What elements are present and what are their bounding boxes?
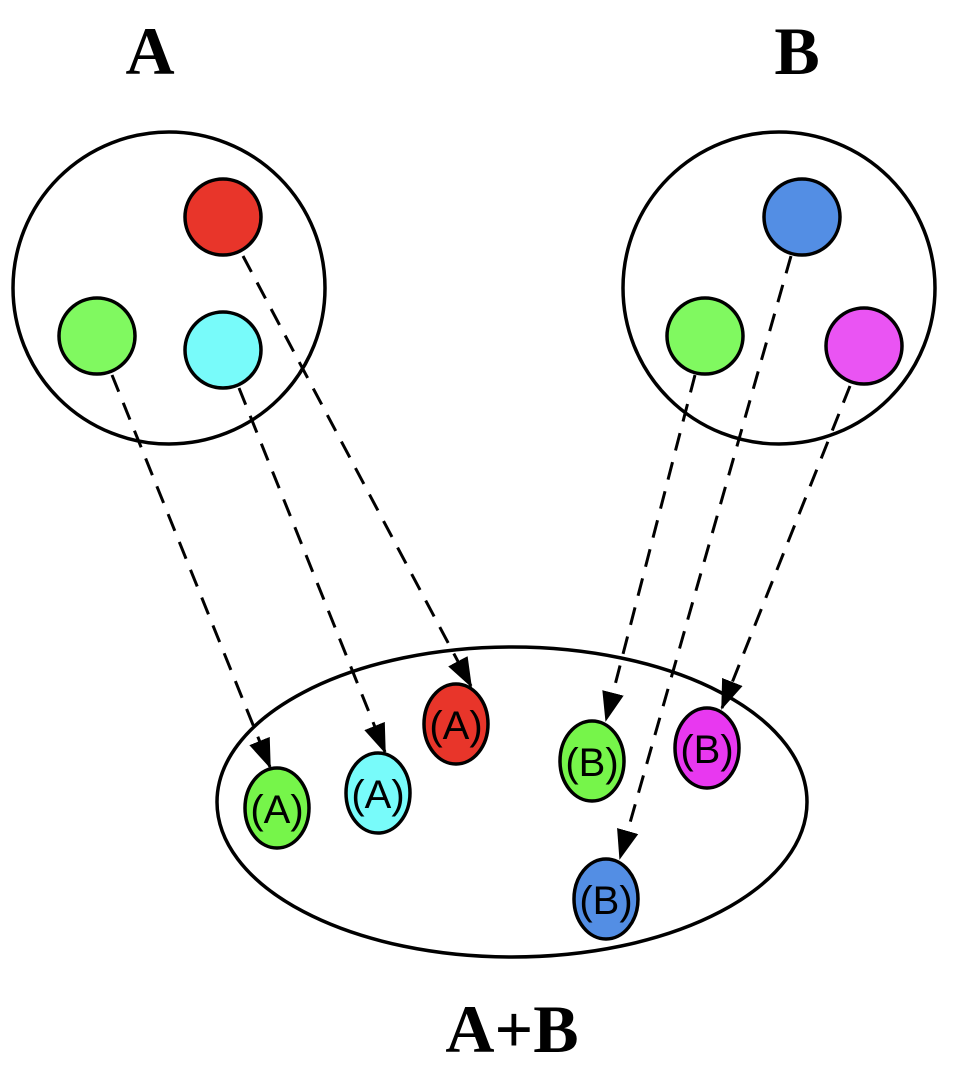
set-b-green-element	[665, 296, 745, 376]
union-element-magenta-b: (B)	[673, 706, 741, 790]
set-b-magenta-element	[824, 306, 904, 386]
set-a-red-element	[183, 177, 263, 257]
union-node-label: (A)	[250, 788, 303, 832]
union-node-label: (A)	[351, 773, 404, 817]
union-node-magenta	[673, 706, 741, 790]
union-element-red-a: (A)	[422, 682, 490, 766]
union-node-blue	[572, 857, 640, 941]
union-element-cyan-a: (A)	[344, 751, 412, 835]
union-boundary	[215, 645, 809, 959]
union-node-label: (B)	[680, 728, 733, 772]
set-b-title: B	[774, 13, 819, 89]
union-node-label: (A)	[429, 704, 482, 748]
edge-b-green	[602, 374, 697, 722]
union-node-cyan	[344, 751, 412, 835]
union-element-green-b: (B)	[558, 719, 626, 803]
union-title: A+B	[445, 991, 578, 1067]
union-node-label: (B)	[565, 741, 618, 785]
union-node-green	[243, 766, 311, 850]
set-a-title: A	[125, 13, 174, 89]
edge-a-red	[241, 255, 473, 688]
set-b-blue-element	[762, 177, 842, 257]
set-a-green-element	[57, 296, 137, 376]
union-element-blue-b: (B)	[572, 857, 640, 941]
set-a-cyan-element	[183, 310, 263, 390]
set-b-boundary	[621, 130, 937, 446]
set-a-boundary	[11, 130, 327, 446]
union-node-label: (B)	[579, 879, 632, 923]
edge-a-green	[110, 374, 272, 769]
union-element-green-a: (A)	[243, 766, 311, 850]
edge-b-blue	[617, 255, 793, 860]
union-node-red	[422, 682, 490, 766]
edges	[110, 255, 852, 860]
edge-a-cyan	[237, 387, 387, 754]
union-node-green	[558, 719, 626, 803]
